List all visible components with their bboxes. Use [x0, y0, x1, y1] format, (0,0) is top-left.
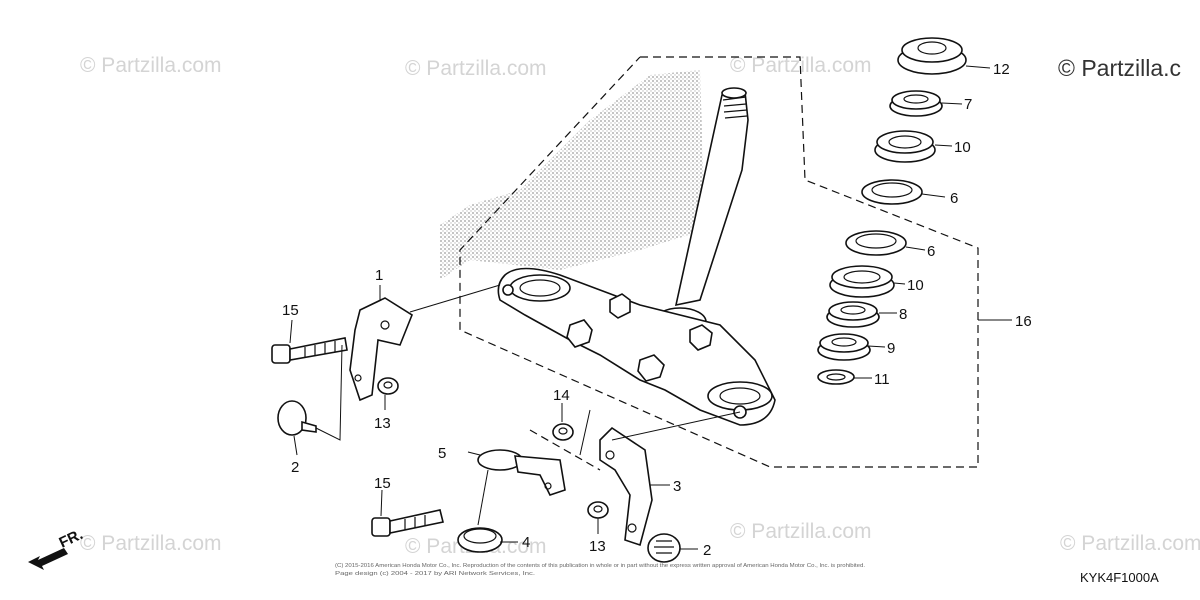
callout-15: 15 — [282, 302, 299, 319]
copyright-line-2: Page design (c) 2004 - 2017 by ARI Netwo… — [335, 571, 536, 577]
callout-8: 8 — [899, 306, 907, 323]
callout-1: 1 — [375, 267, 383, 284]
callout-4: 4 — [522, 534, 530, 551]
watermark: © Partzilla.com — [1060, 532, 1200, 555]
watermark: © Partzilla.com — [730, 520, 872, 543]
callout-2: 2 — [291, 459, 299, 476]
callout-2: 2 — [703, 542, 711, 559]
callout-12: 12 — [993, 61, 1010, 78]
diagram-code: KYK4F1000A — [1080, 570, 1159, 585]
left-bracket-assembly — [271, 284, 501, 456]
watermark: © Partzilla.com — [80, 532, 222, 555]
watermark: © Partzilla.com — [730, 54, 872, 77]
callout-13: 13 — [589, 538, 606, 555]
callout-14: 14 — [553, 387, 570, 404]
copyright-line-1: (C) 2015-2016 American Honda Motor Co., … — [335, 563, 866, 569]
bearing-stack — [817, 37, 967, 385]
callouts: 12 7 10 6 6 10 8 9 11 16 1 15 13 2 14 5 … — [282, 61, 1032, 559]
assembly-boundary — [459, 56, 1012, 468]
front-direction-arrow: FR. — [28, 526, 86, 570]
callout-7: 7 — [964, 96, 972, 113]
watermarks: © Partzilla.com © Partzilla.com © Partzi… — [80, 54, 1200, 558]
callout-10: 10 — [954, 139, 971, 156]
callout-9: 9 — [887, 340, 895, 357]
callout-6: 6 — [950, 190, 958, 207]
callout-15: 15 — [374, 475, 391, 492]
callout-6: 6 — [927, 243, 935, 260]
callout-13: 13 — [374, 415, 391, 432]
callout-11: 11 — [874, 371, 890, 388]
shadow-area — [440, 70, 705, 280]
lower-bracket-assembly — [371, 403, 741, 563]
callout-16: 16 — [1015, 313, 1032, 330]
watermark-main: © Partzilla.c — [1058, 55, 1181, 81]
callout-5: 5 — [438, 445, 446, 462]
stack-leaders — [854, 65, 991, 379]
watermark: © Partzilla.com — [80, 54, 222, 77]
bottom-bridge — [497, 267, 776, 426]
callout-3: 3 — [673, 478, 681, 495]
callout-10: 10 — [907, 277, 924, 294]
watermark: © Partzilla.com — [405, 57, 547, 80]
